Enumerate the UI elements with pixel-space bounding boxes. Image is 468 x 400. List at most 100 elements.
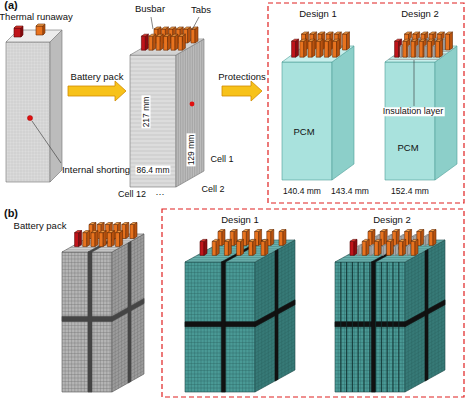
cell-hatch <box>6 114 50 115</box>
cell-hatch <box>6 90 50 91</box>
cell-hatch <box>6 126 50 127</box>
mesh-line <box>185 300 255 301</box>
insulation-layer-top <box>357 244 361 246</box>
mesh-line <box>185 346 255 347</box>
mesh-line <box>62 339 112 340</box>
cell-hatch <box>6 171 50 172</box>
pack-hatch <box>130 163 176 164</box>
design-tab-top <box>292 39 299 41</box>
cell-tab-top <box>36 24 45 26</box>
cell-divider <box>178 54 179 186</box>
pcm-block-front <box>282 62 332 180</box>
mesh-tab-front <box>429 232 433 246</box>
cell-hatch <box>6 150 50 151</box>
insulation-layer-top <box>412 235 416 237</box>
cell-divider <box>135 52 181 53</box>
arrow-label: Battery pack <box>71 72 124 82</box>
pack-tab-top <box>154 27 161 29</box>
mesh-line <box>185 367 255 368</box>
mesh-line <box>185 377 255 378</box>
mesh-line <box>62 360 112 361</box>
pack-arrow <box>68 81 126 101</box>
part-label: Busbar <box>135 4 165 14</box>
pack-hatch <box>130 83 176 84</box>
pack-hatch <box>130 151 176 152</box>
mesh-line <box>62 343 112 344</box>
mesh-line <box>185 290 255 291</box>
mesh-line <box>62 266 112 267</box>
insulation-layer <box>375 262 376 392</box>
mesh-tab-side <box>111 231 114 247</box>
insulation-layer-top <box>382 244 386 246</box>
design-tab-top <box>419 39 426 41</box>
mesh-line <box>185 307 255 308</box>
design-tab-side <box>337 39 340 57</box>
design-tab-top <box>324 39 331 41</box>
single-cell-front <box>6 42 50 182</box>
mesh-band <box>275 249 278 381</box>
design-tab-top <box>405 32 412 34</box>
mesh-tab-front <box>83 233 87 247</box>
design-label: Design 2 <box>401 9 439 19</box>
insulation-layer <box>387 262 388 392</box>
cell-hatch <box>6 147 50 148</box>
mesh-line <box>62 346 112 347</box>
mesh-line <box>62 367 112 368</box>
mesh-tab-top <box>261 239 268 241</box>
pack-tab-side <box>195 27 198 43</box>
mesh-tab-top <box>218 230 225 232</box>
cell-hatch <box>6 48 50 49</box>
cell-hatch <box>6 51 50 52</box>
pack-hatch <box>130 111 176 112</box>
design-tab-top <box>310 32 317 34</box>
mesh-line <box>62 262 112 263</box>
cell-hatch <box>6 96 50 97</box>
mesh-tab-front <box>99 233 103 247</box>
pack-tab-front <box>191 29 195 43</box>
insulation-layer <box>389 59 439 60</box>
mesh-line <box>185 349 255 350</box>
mesh-line <box>185 328 255 329</box>
mesh-tab-side <box>271 230 274 246</box>
design-tab-front <box>446 34 450 50</box>
mesh-line <box>62 294 112 295</box>
pack-hatch <box>130 179 176 180</box>
design-tab-top <box>395 39 402 41</box>
mesh-band <box>221 262 225 392</box>
insulation-layer <box>352 262 353 392</box>
pcm-block-side <box>332 46 354 180</box>
cell-hatch <box>6 81 50 82</box>
mesh-tab-front <box>350 241 354 255</box>
mesh-tab-top <box>399 239 406 241</box>
insulation-layer <box>369 262 370 392</box>
mesh-line <box>62 280 112 281</box>
mesh-line <box>185 279 255 280</box>
design-tab-top <box>413 32 420 34</box>
mesh-line <box>185 363 255 364</box>
leader-line <box>414 60 415 106</box>
mesh-line <box>185 356 255 357</box>
mesh-tab-side <box>79 231 82 247</box>
mesh-tab-side <box>103 231 106 247</box>
mesh-tab-side <box>433 230 436 246</box>
pack-tab-side <box>145 34 148 50</box>
mesh-tab-top <box>242 230 249 232</box>
dimension-label: 152.4 mm <box>391 187 429 196</box>
pack-hatch <box>130 135 176 136</box>
cell-divider <box>180 52 181 184</box>
pack-hatch <box>130 107 176 108</box>
mesh-tab-top <box>350 239 357 241</box>
mesh-tab-front <box>362 241 366 255</box>
cell-label: Cell 12 <box>118 190 146 199</box>
mesh-line <box>185 388 255 389</box>
insulation-layer <box>381 262 382 392</box>
design-tab-top <box>326 32 333 34</box>
mesh-tab-front <box>224 241 228 255</box>
cell-tab-top <box>14 26 23 28</box>
mesh-band <box>88 252 92 392</box>
design-tab-top <box>403 39 410 41</box>
mesh-line <box>185 360 255 361</box>
mesh-line <box>62 388 112 389</box>
pack-tab-top <box>178 34 185 36</box>
cell-hatch <box>6 174 50 175</box>
